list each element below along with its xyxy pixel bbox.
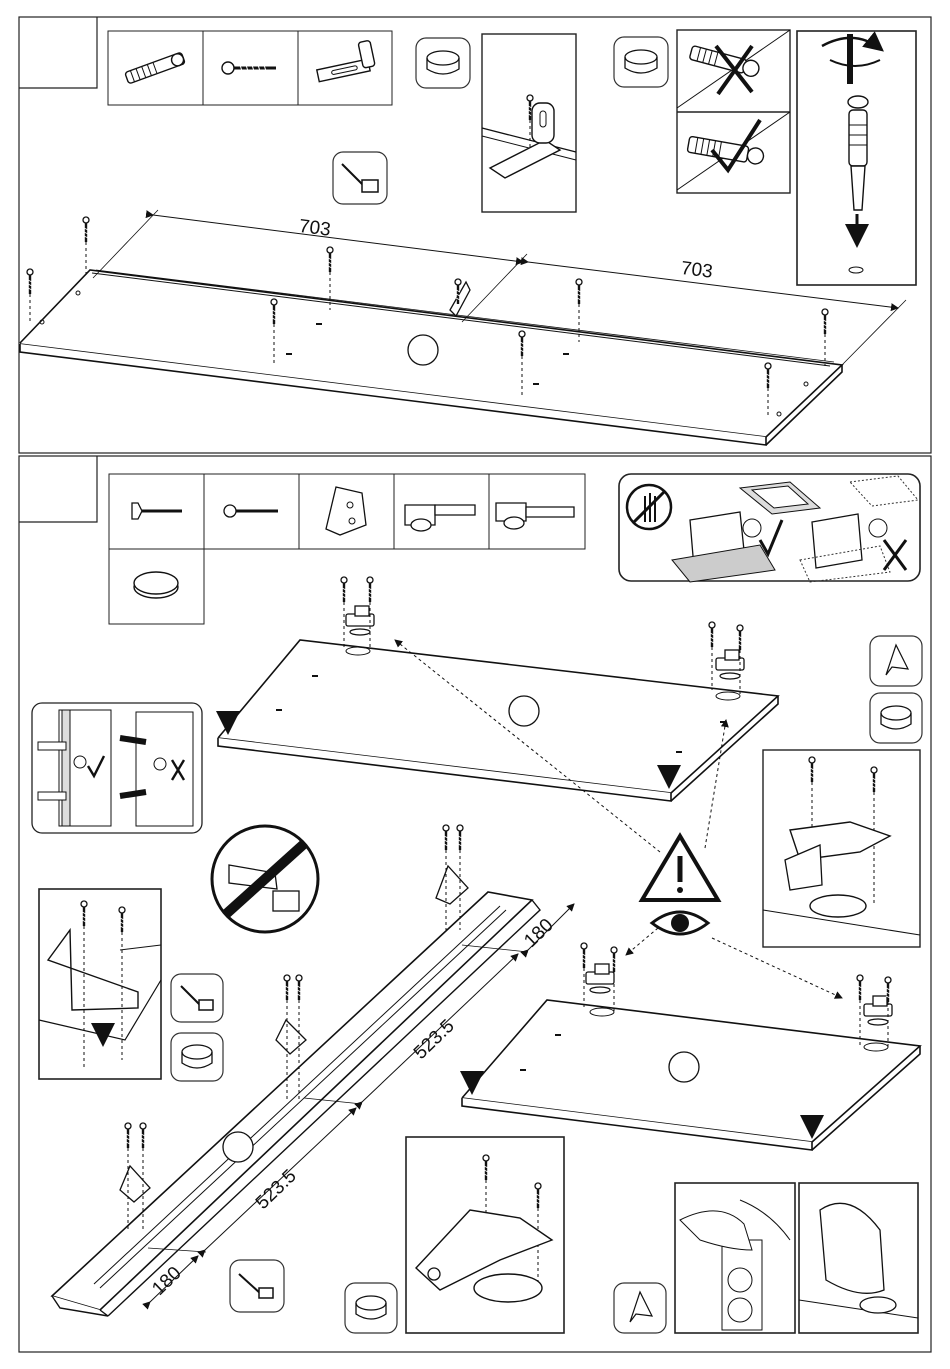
dim-bottom-offset: 180 [148, 1263, 185, 1300]
press-pad-illustration [799, 1183, 918, 1333]
dim-right: 703 [680, 258, 714, 283]
step1-number-box [19, 17, 97, 88]
turn-icon [416, 38, 470, 88]
peel-icon [614, 1283, 666, 1333]
peel-pad-illustration [675, 1183, 795, 1333]
step2-number-box [19, 456, 97, 522]
screwdriver-detail-box [797, 31, 916, 285]
bottom-panel [462, 943, 920, 1150]
dowel-correct-box [677, 30, 790, 193]
peel-icon [870, 636, 922, 686]
corner-block-2 [276, 1020, 306, 1054]
corner-bracket-detail [39, 889, 161, 1079]
step1-parts-box [108, 31, 392, 105]
dim-lower-span: 523.5 [252, 1166, 301, 1214]
surface-warning-box [619, 474, 920, 582]
hammer-icon [333, 152, 387, 204]
step1-panel [20, 210, 906, 445]
turn-icon [171, 1033, 223, 1081]
top-panel [218, 577, 778, 801]
corner-block-3 [120, 1166, 150, 1202]
dim-top-offset: 180 [520, 915, 557, 952]
turn-icon [870, 693, 922, 743]
eye-icon [652, 912, 708, 934]
dim-upper-span: 523.5 [410, 1016, 459, 1064]
hammer-icon [230, 1260, 284, 1312]
warning-icon [642, 836, 718, 900]
hammer-icon [171, 974, 223, 1022]
felt-pad-icon [134, 572, 178, 598]
no-drill-icon [212, 826, 318, 932]
bracket-detail-box [482, 34, 576, 212]
corner-block-1 [436, 866, 468, 904]
dim-left: 703 [298, 216, 332, 241]
hinge-orientation-box [32, 703, 202, 833]
turn-icon [345, 1283, 397, 1333]
turn-icon [614, 37, 668, 87]
hinge-screw-detail-box [406, 1137, 564, 1333]
hinge-detail-box [763, 750, 920, 947]
step2-parts-box [109, 474, 585, 624]
panel-hole [408, 335, 438, 365]
